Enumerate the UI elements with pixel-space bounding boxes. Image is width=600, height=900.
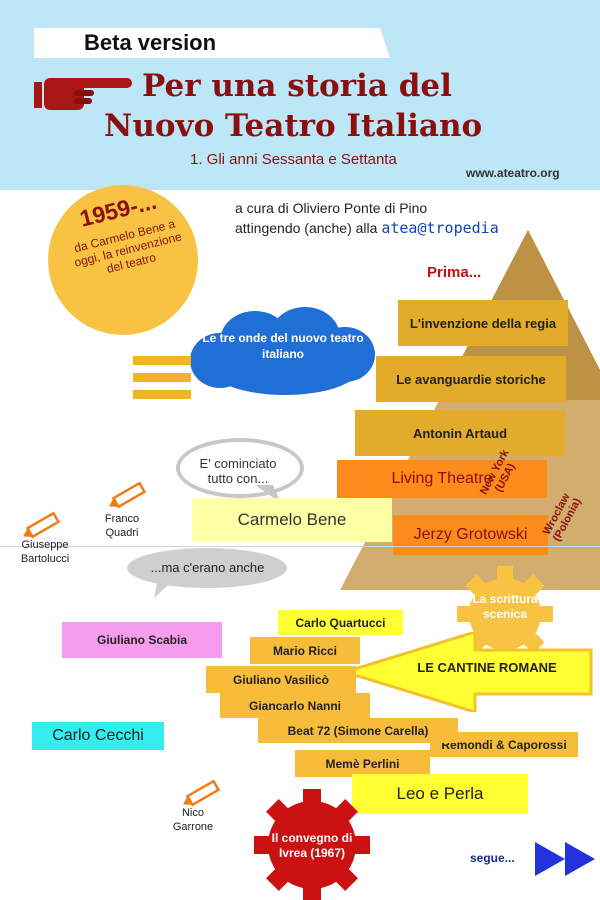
name-remondi: Remondi & Caporossi: [430, 732, 578, 757]
carmelo-bene-box: Carmelo Bene: [192, 498, 392, 542]
divider-line: [0, 546, 600, 547]
prima-label: Prima...: [427, 264, 482, 281]
intro-circle: [48, 185, 198, 335]
bubble-2-tail: [154, 578, 176, 598]
menu-lines-icon: [133, 356, 191, 365]
speech-bubble-2: [127, 548, 287, 588]
cloud-shape: [180, 305, 380, 395]
pencil-icon: [109, 481, 147, 509]
name-scabia: Giuliano Scabia: [62, 622, 222, 658]
bubble-2-text: ...ma c'erano anche: [150, 560, 265, 575]
menu-line-3: [133, 390, 191, 399]
site-url[interactable]: www.ateatro.org: [466, 166, 560, 180]
cloud-label: Le tre onde del nuovo teatro italiano: [202, 331, 364, 361]
stair-regia: L'invenzione della regia: [398, 300, 568, 346]
speech-bubble-1: [176, 438, 304, 498]
bubble-1-text: E' cominciato tutto con...: [199, 456, 277, 486]
pointing-hand-icon: [34, 78, 132, 110]
curated-by: a cura di Oliviero Ponte di Pino attinge…: [235, 198, 499, 238]
stair-artaud: Antonin Artaud: [355, 410, 565, 456]
scrittura-label: La scrittura scenica: [472, 592, 538, 621]
stair-grotowski: Jerzy Grotowski: [393, 515, 548, 555]
curated-prefix: attingendo (anche) alla: [235, 220, 378, 236]
name-perlini: Memè Perlini: [295, 750, 430, 777]
curated-line-1: a cura di Oliviero Ponte di Pino: [235, 200, 428, 216]
title-line-1: Per una storia del: [142, 68, 452, 104]
atea-link[interactable]: atea@tropedia: [381, 219, 499, 237]
cantine-arrow: [345, 632, 593, 712]
name-cecchi: Carlo Cecchi: [32, 722, 164, 750]
beta-box-tail: [380, 28, 390, 58]
stair-avanguardie: Le avanguardie storiche: [376, 356, 566, 402]
stair-living-theatre: Living Theatre: [337, 460, 547, 498]
name-beat72: Beat 72 (Simone Carella): [258, 718, 458, 743]
segue-label[interactable]: segue...: [470, 851, 515, 865]
pencil-icon: [23, 511, 61, 539]
critic-bartolucci: Giuseppe Bartolucci: [20, 539, 70, 565]
curated-line-2: attingendo (anche) alla atea@tropedia: [235, 218, 499, 238]
menu-line-2: [133, 373, 191, 382]
cantine-label: LE CANTINE ROMANE: [417, 660, 557, 675]
double-arrow-icon[interactable]: [535, 842, 597, 876]
subtitle: 1. Gli anni Sessanta e Settanta: [190, 151, 397, 168]
name-nanni: Giancarlo Nanni: [220, 693, 370, 718]
name-quartucci: Carlo Quartucci: [278, 610, 403, 635]
beta-box: [34, 28, 380, 58]
critic-garrone: Nico Garrone: [172, 807, 214, 833]
ivrea-gear-icon: [254, 789, 370, 900]
name-vasilico: Giuliano Vasilicò: [206, 666, 356, 693]
critic-quadri: Franco Quadri: [104, 513, 140, 539]
pencil-icon: [183, 779, 221, 807]
title-line-2: Nuovo Teatro Italiano: [104, 108, 483, 144]
beta-label: Beta version: [84, 30, 217, 55]
name-ricci: Mario Ricci: [250, 637, 360, 664]
ivrea-label: Il convegno di Ivrea (1967): [271, 831, 353, 860]
name-leo-perla: Leo e Perla: [352, 774, 528, 814]
